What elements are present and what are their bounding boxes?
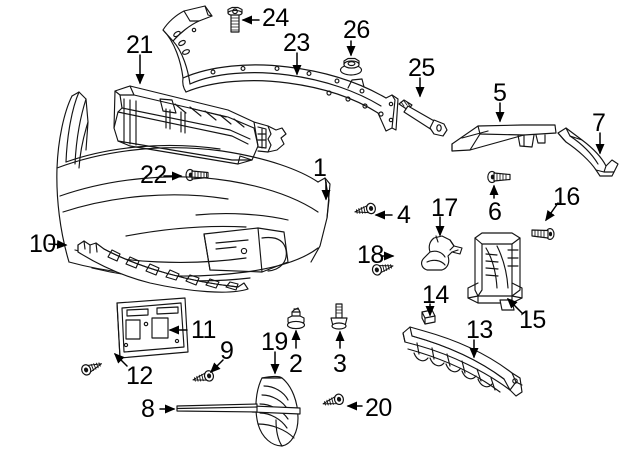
callout-5[interactable]: 5 [493, 79, 507, 107]
leader-15 [506, 297, 523, 314]
part-screw-4 [353, 201, 377, 218]
callout-8[interactable]: 8 [141, 395, 155, 423]
part-energy-absorber [402, 326, 523, 397]
part-grille-bolt [185, 168, 209, 182]
part-impact-beam [162, 5, 399, 132]
callout-12[interactable]: 12 [126, 362, 153, 390]
callout-1[interactable]: 1 [313, 154, 327, 182]
part-screw-12 [79, 358, 105, 377]
callout-9[interactable]: 9 [220, 337, 234, 365]
callout-19[interactable]: 19 [261, 328, 288, 356]
part-long-flange-bolt [398, 99, 448, 137]
callout-15[interactable]: 15 [519, 306, 546, 334]
callout-23[interactable]: 23 [283, 29, 310, 57]
callout-25[interactable]: 25 [408, 54, 435, 82]
part-beam-bolt [227, 6, 243, 33]
callout-21[interactable]: 21 [126, 31, 153, 59]
leader-9 [209, 359, 224, 374]
leader-10 [48, 239, 68, 249]
callout-11[interactable]: 11 [191, 316, 216, 344]
part-bolt-stud [330, 303, 348, 330]
callout-3[interactable]: 3 [333, 350, 347, 378]
callout-16[interactable]: 16 [553, 183, 580, 211]
leader-12 [113, 352, 128, 367]
callout-26[interactable]: 26 [343, 16, 370, 44]
leader-16 [545, 202, 559, 222]
callout-4[interactable]: 4 [397, 201, 411, 229]
callout-13[interactable]: 13 [466, 316, 493, 344]
callout-24[interactable]: 24 [262, 4, 289, 32]
callout-10[interactable]: 10 [29, 230, 56, 258]
part-side-mount-bracket [467, 232, 523, 311]
part-flange-screw-6 [487, 170, 511, 184]
part-lower-air-dam [77, 240, 249, 293]
part-retainer-clip [421, 235, 463, 271]
callout-2[interactable]: 2 [289, 350, 303, 378]
callout-17[interactable]: 17 [431, 194, 458, 222]
callout-22[interactable]: 22 [140, 161, 167, 189]
part-license-plate-bracket [116, 297, 189, 359]
part-push-clip-stud [286, 307, 306, 330]
callout-7[interactable]: 7 [592, 109, 606, 137]
part-side-bracket-spacer [451, 124, 557, 152]
part-flange-nut [339, 57, 363, 76]
part-screw-20 [321, 392, 346, 410]
callout-20[interactable]: 20 [365, 394, 392, 422]
callout-18[interactable]: 18 [357, 241, 384, 269]
callout-14[interactable]: 14 [422, 281, 449, 309]
part-fog-vent-cover [251, 375, 301, 447]
part-upper-grille [113, 85, 287, 165]
part-curved-hook-bracket [557, 127, 619, 177]
callout-6[interactable]: 6 [488, 198, 502, 226]
part-flange-screw-16 [531, 228, 555, 240]
part-absorber-clip [421, 309, 436, 325]
part-trim-strip [176, 403, 258, 413]
